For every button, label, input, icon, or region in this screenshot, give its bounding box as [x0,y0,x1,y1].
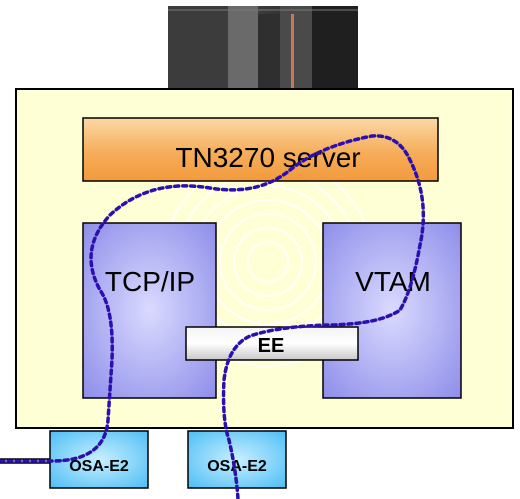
mainframe-icon [168,6,358,90]
osa-adapter-1-label: OSA-E2 [69,458,129,475]
vtam-label: VTAM [355,266,431,297]
vtam-stack [322,222,462,399]
external-link-line [0,458,52,464]
tcpip-label: TCP/IP [105,266,195,297]
ee-connector [185,326,359,361]
session-path-line [0,134,426,499]
osa-adapter-2-label: OSA-E2 [207,458,267,475]
tcpip-stack [82,222,217,399]
tn3270-server-bar [82,117,439,182]
tn3270-server-label: TN3270 server [175,142,360,173]
ee-label: EE [258,335,285,357]
